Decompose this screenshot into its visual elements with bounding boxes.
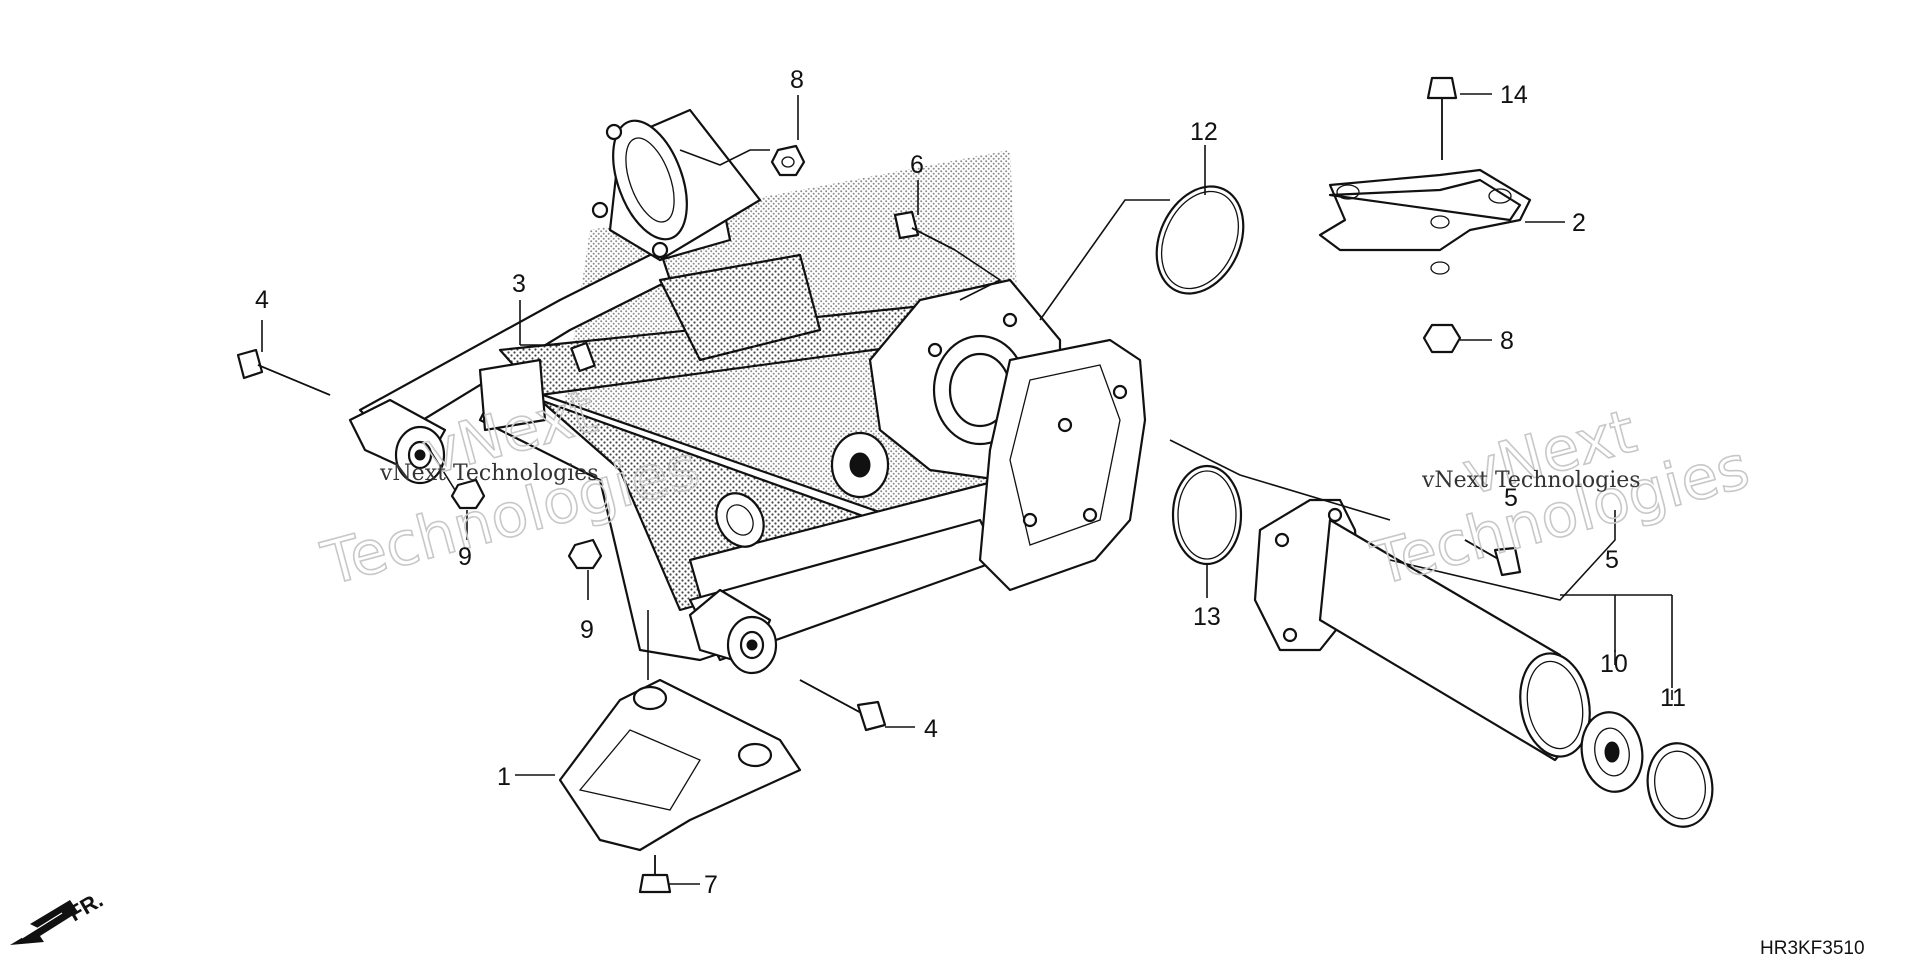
skid-plate xyxy=(558,678,802,852)
diagram-code: HR3KF3510 xyxy=(1760,938,1865,959)
callout-10: 10 xyxy=(1600,650,1628,678)
bolt-14 xyxy=(1426,76,1458,160)
bolt-6 xyxy=(893,210,956,251)
callout-4-lower: 4 xyxy=(924,715,938,743)
callout-6: 6 xyxy=(910,151,924,179)
o-ring-13 xyxy=(1171,464,1243,566)
direction-arrow-icon xyxy=(10,900,78,945)
callout-13: 13 xyxy=(1193,603,1221,631)
callout-9-center: 9 xyxy=(580,616,594,644)
callout-11: 11 xyxy=(1660,684,1686,712)
nut-8-upper xyxy=(770,144,806,177)
callout-9-left: 9 xyxy=(458,543,472,571)
nut-8-lower xyxy=(1422,323,1462,354)
callout-2: 2 xyxy=(1572,209,1586,237)
leader-lines xyxy=(261,93,1673,885)
front-direction-indicator: FR. xyxy=(10,887,107,945)
bolt-4-upper xyxy=(236,348,331,396)
callout-8-lower: 8 xyxy=(1500,327,1514,355)
callout-12: 12 xyxy=(1190,118,1218,146)
bolt-4-lower xyxy=(799,679,887,732)
axle-housing xyxy=(1253,498,1592,762)
callout-8-upper: 8 xyxy=(790,66,804,94)
callouts: 4 3 8 6 12 14 2 8 9 9 5 5 13 10 11 4 1 7 xyxy=(255,66,1686,899)
pivot-bushing-front xyxy=(688,588,778,675)
bearing-10 xyxy=(1580,711,1644,793)
pivot-bushing-rear xyxy=(348,398,447,485)
center-bushing xyxy=(715,492,765,548)
callout-1: 1 xyxy=(497,763,511,791)
watermark-small-right: vNext Technologies xyxy=(1421,468,1641,493)
callout-3: 3 xyxy=(512,270,526,298)
callout-14: 14 xyxy=(1500,81,1528,109)
upper-housing xyxy=(591,108,762,262)
bolt-6-right xyxy=(1464,539,1522,577)
watermark-small-left: vNext Technologies xyxy=(379,461,599,486)
seal-11 xyxy=(1646,742,1714,828)
o-ring-12 xyxy=(1155,185,1245,295)
callout-7: 7 xyxy=(704,871,718,899)
side-plate xyxy=(978,338,1147,592)
bracket-plate xyxy=(1318,168,1532,275)
bolt-7 xyxy=(638,855,672,894)
callout-5-upper: 5 xyxy=(1504,484,1518,512)
direction-label: FR. xyxy=(64,887,107,926)
callout-4-upper: 4 xyxy=(255,286,269,314)
callout-5-lower: 5 xyxy=(1605,546,1619,574)
nut-9-left xyxy=(450,478,486,510)
nut-9-center xyxy=(567,538,603,570)
